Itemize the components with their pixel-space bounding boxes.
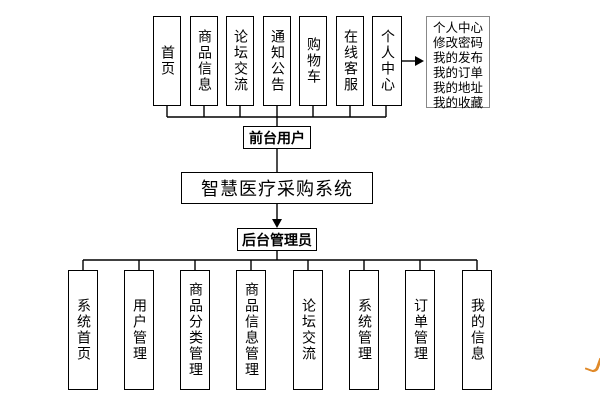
back-module-system-management: 系统管理	[349, 270, 379, 390]
back-module-label: 订单管理	[412, 298, 428, 362]
menu-item: 我的订单	[432, 65, 483, 80]
back-module-label: 商品分类管理	[187, 282, 203, 378]
back-module-product-management: 商品信息管理	[236, 270, 266, 390]
menu-item: 我的收藏	[432, 95, 483, 110]
front-module-home: 首页	[153, 16, 181, 106]
front-user-label: 前台用户	[249, 130, 305, 147]
back-module-label: 系统管理	[356, 298, 372, 362]
front-user-node: 前台用户	[243, 126, 311, 149]
front-module-notices: 通知公告	[263, 16, 291, 106]
back-module-label: 我的信息	[469, 298, 485, 362]
menu-item: 修改密码	[432, 35, 483, 50]
front-module-product-info: 商品信息	[190, 16, 218, 106]
front-module-label: 通知公告	[269, 29, 285, 93]
menu-item: 我的地址	[432, 80, 483, 95]
front-module-cart: 购物车	[299, 16, 327, 106]
front-module-label: 个人中心	[379, 29, 395, 93]
back-module-label: 商品信息管理	[243, 282, 259, 378]
back-module-system-home: 系统首页	[68, 270, 98, 390]
arrow-to-personal-menu	[402, 56, 424, 66]
front-module-forum: 论坛交流	[226, 16, 254, 106]
menu-item: 我的发布	[432, 50, 483, 65]
system-to-back-arrow	[272, 204, 282, 228]
front-module-online-service: 在线客服	[336, 16, 364, 106]
front-module-label: 在线客服	[342, 29, 358, 93]
front-module-label: 购物车	[305, 37, 321, 85]
back-admin-label: 后台管理员	[242, 232, 312, 249]
back-module-label: 系统首页	[75, 298, 91, 362]
front-module-label: 首页	[159, 45, 175, 77]
front-connectors	[166, 106, 387, 172]
back-connectors	[82, 251, 478, 270]
back-module-category-management: 商品分类管理	[180, 270, 210, 390]
menu-item: 个人中心	[432, 20, 483, 35]
back-module-forum: 论坛交流	[293, 270, 323, 390]
front-module-personal-center: 个人中心	[372, 16, 402, 106]
front-module-label: 商品信息	[196, 29, 212, 93]
back-module-order-management: 订单管理	[405, 270, 435, 390]
back-module-label: 用户管理	[131, 298, 147, 362]
system-title-node: 智慧医疗采购系统	[181, 172, 373, 204]
back-admin-node: 后台管理员	[237, 228, 317, 251]
front-module-label: 论坛交流	[232, 29, 248, 93]
back-module-my-info: 我的信息	[462, 270, 492, 390]
system-title: 智慧医疗采购系统	[201, 179, 353, 200]
personal-center-menu: 个人中心 修改密码 我的发布 我的订单 我的地址 我的收藏	[426, 16, 490, 110]
back-module-user-management: 用户管理	[124, 270, 154, 390]
back-module-label: 论坛交流	[300, 298, 316, 362]
